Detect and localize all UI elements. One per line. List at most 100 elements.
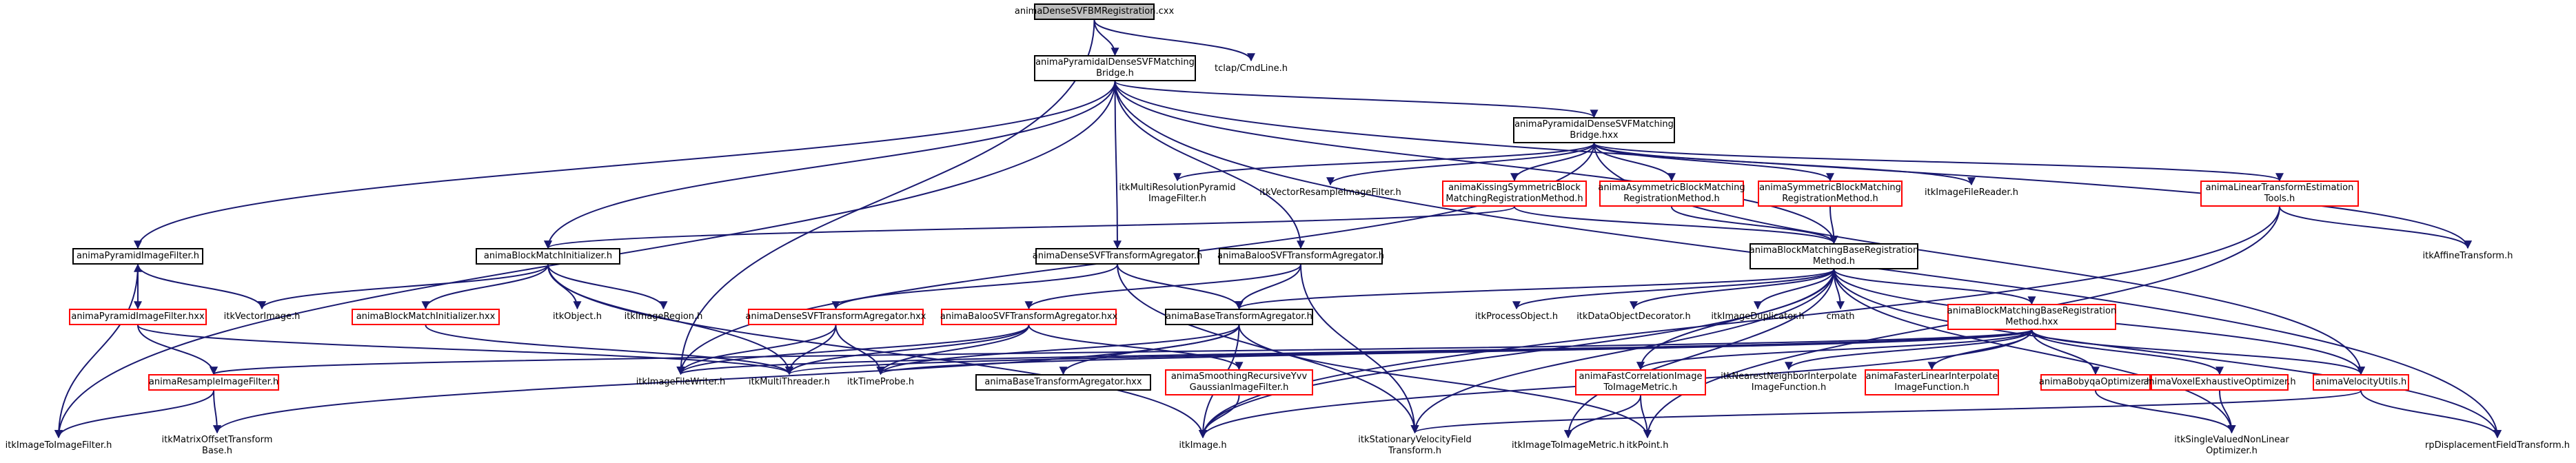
dependency-edge xyxy=(1410,269,1835,434)
dependency-edge xyxy=(1113,81,1122,249)
dependency-edge xyxy=(213,325,1240,434)
node-resample[interactable]: animaResampleImageFilter.h xyxy=(148,374,279,391)
dependency-edge xyxy=(1512,269,1835,310)
node-region: itkImageRegion.h xyxy=(624,311,703,322)
dependency-edge xyxy=(676,325,1030,375)
dependency-edge xyxy=(210,329,2033,375)
dependency-edge xyxy=(421,264,549,310)
node-affine: itkAffineTransform.h xyxy=(2422,251,2513,261)
dependency-edge xyxy=(544,81,1116,249)
node-stationary: itkStationaryVelocityField Transform.h xyxy=(1358,435,1472,456)
node-bobyqa[interactable]: animaBobyqaOptimizer.h xyxy=(2039,374,2152,391)
dependency-edge xyxy=(137,264,266,310)
node-tclap: tclap/CmdLine.h xyxy=(1215,63,1288,74)
node-pyramid-h[interactable]: animaPyramidImageFilter.h xyxy=(72,248,203,265)
dependency-edge xyxy=(676,325,837,375)
node-velocity[interactable]: animaVelocityUtils.h xyxy=(2313,374,2409,391)
dependency-edge xyxy=(1114,81,1305,249)
node-vecresample: itkVectorResampleImageFilter.h xyxy=(1259,187,1401,198)
dependency-edge xyxy=(831,264,1118,310)
dependency-edge xyxy=(54,264,139,439)
dependency-edge xyxy=(676,19,1095,375)
node-dense-agg-hxx[interactable]: animaDenseSVFTransformAgregator.hxx xyxy=(746,309,926,325)
node-dense-agg[interactable]: animaDenseSVFTransformAgregator.h xyxy=(1033,248,1202,265)
dependency-edge xyxy=(1785,329,2033,371)
node-base-agg-hxx[interactable]: animaBaseTransformAgregator.hxx xyxy=(975,374,1151,391)
node-image: itkImage.h xyxy=(1179,440,1227,451)
node-duplicator: itkImageDuplicator.h xyxy=(1711,311,1805,322)
node-multires: itkMultiResolutionPyramid ImageFilter.h xyxy=(1119,183,1236,204)
dependency-edge xyxy=(2095,390,2236,434)
node-filewriter: itkImageFileWriter.h xyxy=(636,377,726,387)
node-img2img: itkImageToImageFilter.h xyxy=(5,440,112,451)
dependency-edge xyxy=(1640,395,1652,439)
node-voxelex[interactable]: animaVoxelExhaustiveOptimizer.h xyxy=(2143,374,2296,391)
node-timeprobe: itkTimeProbe.h xyxy=(846,377,915,387)
node-bridge-h[interactable]: animaPyramidalDenseSVFMatching Bridge.h xyxy=(1034,55,1196,81)
dependency-edge xyxy=(1564,395,1641,439)
dependency-edge xyxy=(1024,264,1301,310)
dependency-edge xyxy=(876,325,1240,375)
dependency-edge xyxy=(1630,269,1835,310)
node-nn-interp: itkNearestNeighborInterpolate ImageFunct… xyxy=(1721,371,1857,393)
dependency-edge xyxy=(1114,81,1838,245)
node-point: itkPoint.h xyxy=(1626,440,1669,451)
node-matrixoffset: itkMatrixOffsetTransform Base.h xyxy=(161,435,273,456)
node-bmi-hxx[interactable]: animaBlockMatchInitializer.hxx xyxy=(352,309,500,325)
node-root[interactable]: animaDenseSVFBMRegistration.cxx xyxy=(1015,3,1174,20)
dependency-edge xyxy=(1510,143,1595,182)
dependency-edge xyxy=(1117,264,1244,310)
dependency-edge xyxy=(785,325,1030,375)
node-bmbase-h[interactable]: animaBlockMatchingBaseRegistration Metho… xyxy=(1750,243,1918,269)
node-smoothing[interactable]: animaSmoothingRecursiveYvv GaussianImage… xyxy=(1165,369,1313,395)
dependency-edge xyxy=(1593,143,1834,182)
dependency-edge xyxy=(137,325,793,375)
node-bmi-h[interactable]: animaBlockMatchInitializer.h xyxy=(476,248,620,265)
dependency-edge xyxy=(2031,329,2365,375)
dependency-edge xyxy=(212,390,221,434)
dependency-edge xyxy=(1326,143,1595,186)
node-linear[interactable]: animaLinearTransformEstimation Tools.h xyxy=(2200,181,2359,207)
node-base-agg[interactable]: animaBaseTransformAgregator.h xyxy=(1165,309,1313,325)
dependency-edge xyxy=(137,325,218,375)
dependency-edge xyxy=(2279,206,2472,249)
node-decorator: itkDataObjectDecorator.h xyxy=(1576,311,1691,322)
node-img2imgmetric: itkImageToImageMetric.h xyxy=(1511,440,1625,451)
node-processobject: itkProcessObject.h xyxy=(1474,311,1559,322)
node-filereader: itkImageFileReader.h xyxy=(1925,187,2018,198)
dependency-edge xyxy=(1173,143,1595,182)
node-bridge-hxx[interactable]: animaPyramidalDenseSVFMatching Bridge.hx… xyxy=(1513,117,1675,143)
dependency-edge xyxy=(1671,206,1838,245)
node-vectorimage: itkVectorImage.h xyxy=(223,311,301,322)
node-baloo-agg-hxx[interactable]: animaBalooSVFTransformAgregator.hxx xyxy=(940,309,1117,325)
dependency-edge xyxy=(54,390,214,439)
node-rpdisp: rpDisplacementFieldTransform.h xyxy=(2425,440,2570,451)
dependency-edge xyxy=(547,264,668,310)
dependency-edge xyxy=(544,206,1515,249)
node-cmath: cmath xyxy=(1826,311,1855,322)
dependency-edge xyxy=(2031,329,2224,375)
node-baloo-agg[interactable]: animaBalooSVFTransformAgregator.h xyxy=(1217,248,1384,265)
node-bmbase-hxx[interactable]: animaBlockMatchingBaseRegistration Metho… xyxy=(1947,304,2116,330)
node-singlevalued: itkSingleValuedNonLinear Optimizer.h xyxy=(2174,435,2289,456)
dependency-edge xyxy=(1593,143,1676,182)
node-asym[interactable]: animaAsymmetricBlockMatching Registratio… xyxy=(1598,181,1745,207)
dependency-edge xyxy=(1829,206,1838,245)
dependency-edge xyxy=(2360,390,2502,439)
dependency-edge xyxy=(1028,325,1244,371)
node-pyramid-hxx[interactable]: animaPyramidImageFilter.hxx xyxy=(69,309,207,325)
dependency-edge xyxy=(1564,269,1835,439)
dependency-edge xyxy=(876,325,1030,375)
node-fastcorr[interactable]: animaFastCorrelationImage ToImageMetric.… xyxy=(1575,369,1706,395)
node-kissing[interactable]: animaKissingSymmetricBlock MatchingRegis… xyxy=(1442,181,1587,207)
node-multithreader: itkMultiThreader.h xyxy=(749,377,830,387)
dependency-edge xyxy=(1410,390,2362,434)
node-sym[interactable]: animaSymmetricBlockMatching Registration… xyxy=(1758,181,1903,207)
dependency-edge xyxy=(1593,143,1976,186)
node-object: itkObject.h xyxy=(553,311,602,322)
node-fasterlinear[interactable]: animaFasterLinearInterpolate ImageFuncti… xyxy=(1865,369,1999,395)
dependency-edge xyxy=(547,264,1207,439)
dependency-edge xyxy=(1833,269,2036,305)
